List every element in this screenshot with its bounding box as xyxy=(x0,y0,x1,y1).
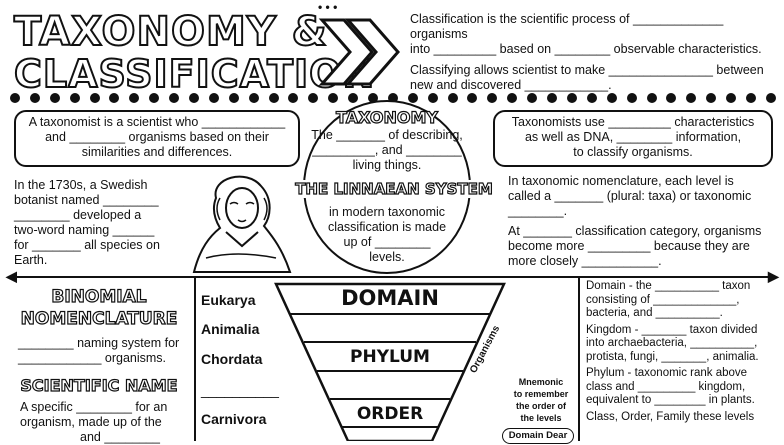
swedish-line-1: In the 1730s, a Swedish xyxy=(14,178,148,192)
mnemonic-line-3: the order of xyxy=(515,401,566,411)
linnaean-line-3: up of ________ xyxy=(343,235,431,249)
linnaean-line-1: in modern taxonomic xyxy=(328,205,446,219)
swedish-line-4: two-word naming ______ xyxy=(14,223,155,237)
nomenclature-line-3: ________. xyxy=(508,204,568,218)
domain-def-line-2: consisting of _____________, xyxy=(586,293,740,306)
binomial-line-2: ____________ organisms. xyxy=(18,351,167,365)
example-animalia: Animalia xyxy=(201,321,260,337)
at-each-text: At _______ classification category, orga… xyxy=(508,224,778,269)
taxonomy-definition: The _______ of describing, _________, an… xyxy=(303,128,471,173)
taxonomist-line-1: A taxonomist is a scientist who ________… xyxy=(28,115,286,129)
swedish-line-5: for _______ all species on xyxy=(14,238,160,252)
linnaean-heading: THE LINNAEAN SYSTEM xyxy=(294,179,494,199)
taxonomy-funnel xyxy=(274,282,506,441)
taxonomy-heading: TAXONOMY xyxy=(335,107,438,127)
linnaeus-portrait-icon xyxy=(192,175,292,273)
double-chevron-icon xyxy=(318,18,400,86)
classification-line-4: new and discovered ____________. xyxy=(410,78,612,92)
bottom-divider-right xyxy=(578,278,580,441)
nomenclature-line-1: In taxonomic nomenclature, each level is xyxy=(508,174,734,188)
at-each-line-3: more closely ___________. xyxy=(508,254,662,268)
nomenclature-text: In taxonomic nomenclature, each level is… xyxy=(508,174,778,219)
nomenclature-line-2: called a _______ (plural: taxa) or taxon… xyxy=(508,189,752,203)
classification-line-1: Classification is the scientific process… xyxy=(410,12,724,41)
swedish-line-6: Earth. xyxy=(14,253,48,267)
domain-def-line-8: class and _________ kingdom, xyxy=(586,380,746,393)
domain-def-line-9: equivalent to ________ in plants. xyxy=(586,394,755,406)
taxonomists-use-line-2: as well as DNA, ________ information, xyxy=(524,130,742,144)
funnel-order: ORDER xyxy=(356,404,424,424)
classification-line-2: into _________ based on ________ observa… xyxy=(410,42,762,56)
binomial-line-1: ________ naming system for xyxy=(18,336,180,350)
domain-def-line-5: into archaebacteria, __________, xyxy=(586,337,758,349)
scientific-name-line-2: organism, made up of the xyxy=(20,415,162,429)
mnemonic-line-2: to remember xyxy=(513,389,569,399)
domain-def-line-10: Class, Order, Family these levels xyxy=(586,410,755,423)
example-chordata: Chordata xyxy=(201,351,263,367)
scientific-name-text: A specific ________ for an organism, mad… xyxy=(20,400,196,445)
binomial-heading-2: NOMENCLATURE xyxy=(20,308,178,329)
linnaean-line-4: levels. xyxy=(369,250,405,264)
taxonomist-box: A taxonomist is a scientist who ________… xyxy=(14,110,300,167)
example-blank: __________ xyxy=(201,382,279,398)
domain-def-line-4: Kingdom - _______ taxon divided xyxy=(586,323,758,336)
linnaean-line-2: classification is made xyxy=(327,220,447,234)
left-arrow-icon: ◀ xyxy=(6,268,17,284)
domain-def-line-7: Phylum - taxonomic rank above xyxy=(586,367,748,379)
domain-def-line-6: protista, fungi, _______, animalia. xyxy=(586,350,759,363)
scientific-name-line-3: and ________ xyxy=(80,430,160,444)
taxonomist-line-2: and ________ organisms based on their xyxy=(45,130,269,144)
swedish-line-3: ________ developed a xyxy=(14,208,142,222)
mnemonic-pill: Domain Dear xyxy=(502,428,574,444)
domain-def-line-3: bacteria, and __________. xyxy=(586,307,723,319)
taxonomy-line-2: _________, and ________ xyxy=(312,143,462,157)
mnemonic-line-4: the levels xyxy=(520,413,562,423)
section-divider xyxy=(14,276,774,278)
title-line-1: TAXONOMY & xyxy=(13,9,328,55)
taxonomists-use-line-1: Taxonomists use _________ characteristic… xyxy=(511,115,755,129)
at-each-line-1: At _______ classification category, orga… xyxy=(508,224,762,238)
taxonomist-line-3: similarities and differences. xyxy=(81,145,233,159)
domain-definitions: Domain - the __________ taxon consisting… xyxy=(586,280,782,424)
linnaean-text: in modern taxonomic classification is ma… xyxy=(308,205,466,265)
example-carnivora: Carnivora xyxy=(201,411,267,427)
classification-line-3: Classifying allows scientist to make ___… xyxy=(410,63,764,77)
mnemonic-line-1: Mnemonic xyxy=(518,377,564,387)
top-dots: • • • xyxy=(318,0,338,14)
domain-def-line-1: Domain - the __________ taxon xyxy=(586,280,751,292)
scientific-name-line-1: A specific ________ for an xyxy=(20,400,168,414)
right-arrow-icon: ▶ xyxy=(768,268,779,284)
taxonomists-use-box: Taxonomists use _________ characteristic… xyxy=(493,110,773,167)
funnel-domain: DOMAIN xyxy=(341,286,439,310)
title-line-2: CLASSIFICATION xyxy=(13,51,376,97)
bottom-divider-left xyxy=(194,278,196,441)
swedish-text: In the 1730s, a Swedish botanist named _… xyxy=(14,178,194,268)
mnemonic-text: Mnemonic to remember the order of the le… xyxy=(504,376,578,424)
classification-text: Classification is the scientific process… xyxy=(410,12,780,93)
binomial-text: ________ naming system for ____________ … xyxy=(18,336,194,366)
taxonomy-line-3: living things. xyxy=(352,158,422,172)
dotted-divider xyxy=(10,93,776,103)
at-each-line-2: become more _________ because they are xyxy=(508,239,750,253)
example-eukarya: Eukarya xyxy=(201,292,256,308)
taxonomy-line-1: The _______ of describing, xyxy=(311,128,463,142)
swedish-line-2: botanist named ________ xyxy=(14,193,159,207)
binomial-heading-1: BINOMIAL xyxy=(51,286,147,307)
taxonomists-use-line-3: to classify organisms. xyxy=(573,145,693,159)
scientific-name-heading: SCIENTIFIC NAME xyxy=(20,375,178,395)
funnel-phylum: PHYLUM xyxy=(350,347,430,367)
